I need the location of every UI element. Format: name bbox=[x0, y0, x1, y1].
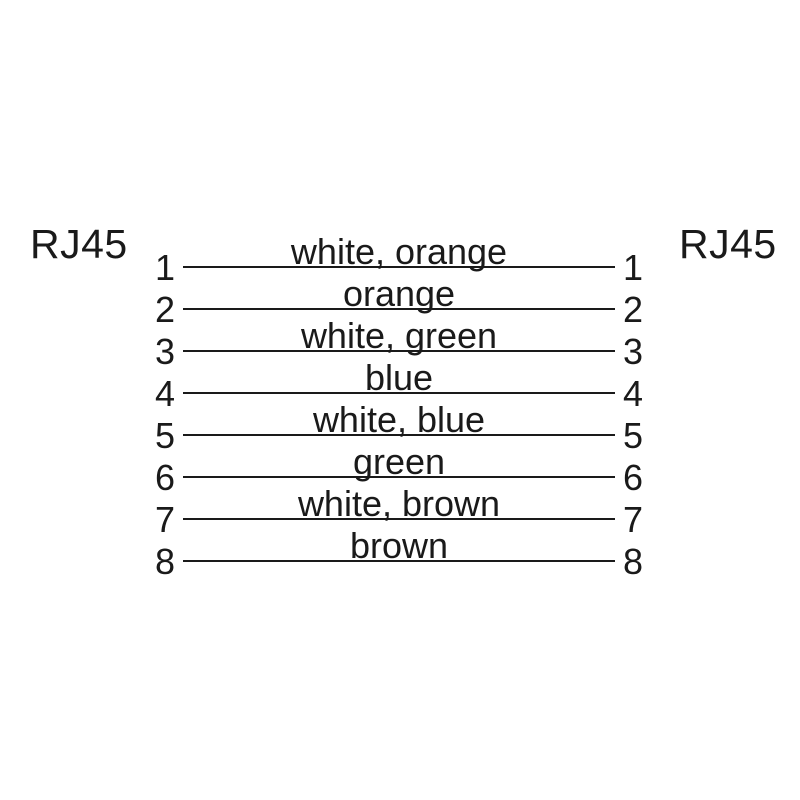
wire-line: blue bbox=[183, 356, 615, 398]
pin-number-right: 2 bbox=[623, 289, 644, 330]
pin-row-4: 4 blue 4 bbox=[140, 356, 658, 412]
pin-number-left: 6 bbox=[154, 457, 175, 498]
pin-row-3: 3 white, green 3 bbox=[140, 314, 658, 370]
wire-line: white, orange bbox=[183, 230, 615, 272]
wire-color-label: green bbox=[352, 441, 446, 482]
wire-line: white, blue bbox=[183, 398, 615, 440]
wire-line: white, green bbox=[183, 314, 615, 356]
wire-color-label: white, blue bbox=[312, 399, 486, 440]
wire-color-label: brown bbox=[349, 525, 449, 566]
pin-number-left: 8 bbox=[154, 541, 175, 582]
pin-row-7: 7 white, brown 7 bbox=[140, 482, 658, 538]
pin-number-right: 4 bbox=[623, 373, 644, 414]
pin-number-right: 8 bbox=[623, 541, 644, 582]
pin-row-5: 5 white, blue 5 bbox=[140, 398, 658, 454]
wire-line: orange bbox=[183, 272, 615, 314]
pin-number-right: 5 bbox=[623, 415, 644, 456]
pin-number-right: 1 bbox=[623, 247, 644, 288]
wire-color-label: blue bbox=[364, 357, 434, 398]
pin-row-6: 6 green 6 bbox=[140, 440, 658, 496]
wire-color-label: white, green bbox=[300, 315, 498, 356]
pin-number-left: 7 bbox=[154, 499, 175, 540]
wire-color-label: white, brown bbox=[297, 483, 501, 524]
wire-line: brown bbox=[183, 524, 615, 566]
wire-line: green bbox=[183, 440, 615, 482]
pin-number-right: 3 bbox=[623, 331, 644, 372]
pin-row-2: 2 orange 2 bbox=[140, 272, 658, 328]
wire-line: white, brown bbox=[183, 482, 615, 524]
pin-number-left: 4 bbox=[154, 373, 175, 414]
wire-color-label: orange bbox=[342, 273, 456, 314]
pin-number-left: 2 bbox=[154, 289, 175, 330]
pin-row-1: 1 white, orange 1 bbox=[140, 230, 658, 286]
wire-color-label: white, orange bbox=[290, 231, 508, 272]
pin-number-left: 1 bbox=[154, 247, 175, 288]
pin-number-right: 6 bbox=[623, 457, 644, 498]
connector-label-right: RJ45 bbox=[679, 221, 777, 267]
pin-row-8: 8 brown 8 bbox=[140, 524, 658, 580]
pin-number-right: 7 bbox=[623, 499, 644, 540]
pin-number-left: 5 bbox=[154, 415, 175, 456]
pin-number-left: 3 bbox=[154, 331, 175, 372]
connector-label-left: RJ45 bbox=[30, 221, 128, 267]
